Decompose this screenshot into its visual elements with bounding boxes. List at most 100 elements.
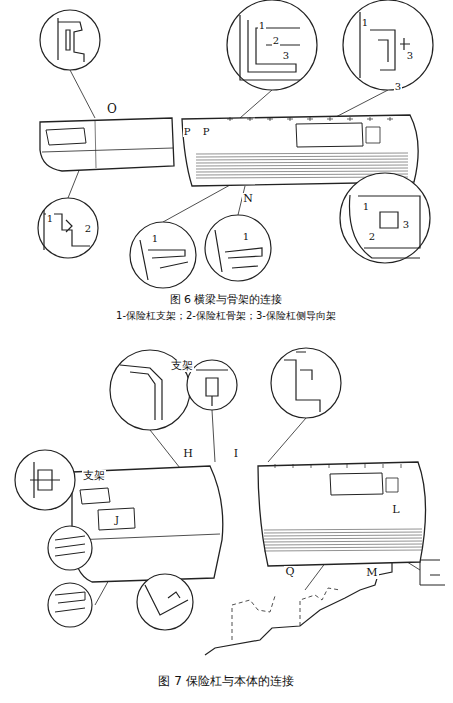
clip-mark [365, 464, 366, 468]
grille-rib [196, 165, 408, 166]
clip-mark [311, 464, 312, 468]
detail-circle [205, 215, 271, 281]
clip-mark [329, 464, 330, 468]
grille-rib [264, 541, 422, 542]
grille-rib [196, 153, 408, 154]
detail-circle [130, 222, 196, 288]
body-section-dash [232, 588, 340, 640]
plate-recess [296, 123, 363, 147]
part-label: 支架 [82, 470, 106, 482]
grille-rib [264, 529, 422, 530]
detail-circle [15, 450, 75, 510]
leader-line [212, 410, 215, 462]
figure-caption: 图 6 横梁与骨架的连接 [169, 294, 284, 306]
callout-number: 1 [242, 231, 250, 242]
clip-mark [247, 117, 253, 121]
bumper-outline [72, 466, 223, 582]
detail-circle [40, 10, 100, 70]
grille-rib [264, 532, 422, 533]
callout-number: 2 [272, 35, 280, 46]
bumper-outline [40, 118, 174, 171]
body-section [205, 560, 400, 655]
clip-mark [287, 117, 293, 121]
fastener-symbol [30, 462, 60, 498]
bumper-outline [258, 462, 426, 566]
detail-circle [271, 348, 341, 418]
callout-letter: H [182, 448, 194, 460]
clip-mark [307, 117, 313, 121]
lock-recess [366, 127, 380, 143]
clip-mark [367, 117, 373, 121]
clip-mark [327, 117, 333, 121]
bumper-crease [42, 148, 173, 152]
leader-line [240, 90, 272, 118]
grille-rib [264, 550, 422, 551]
callout-number: 1 [46, 213, 54, 224]
callout-number: 3 [402, 219, 410, 230]
clip-mark [347, 117, 353, 121]
callout-letter: I [233, 448, 239, 460]
clip-mark [227, 117, 233, 121]
callout-number: 1 [362, 201, 370, 212]
callout-number: 2 [368, 231, 376, 242]
detail-circle [137, 574, 193, 630]
grille-rib [196, 159, 408, 160]
callout-letter: J [114, 514, 120, 525]
fastener-symbol [196, 370, 228, 406]
grille-rib [264, 544, 422, 545]
callout-number: 2 [84, 223, 92, 234]
clip-mark [383, 464, 384, 468]
detail-circle [343, 0, 433, 90]
callout-letter: N [242, 193, 254, 205]
section-profile [349, 195, 420, 258]
section-profile [284, 352, 320, 412]
callout-number: 1 [151, 233, 159, 244]
grille-rib [196, 171, 408, 172]
section-profile [55, 536, 85, 556]
callout-letter: O [106, 103, 118, 116]
clip-mark [387, 117, 393, 121]
grille-rib [264, 535, 422, 536]
bumper-crease [74, 534, 220, 540]
detail-circle [38, 198, 98, 258]
callout-letter: P [183, 126, 192, 137]
leader-line [268, 418, 306, 462]
section-profile [120, 365, 162, 420]
clip-mark [267, 117, 273, 121]
callout-number: 1 [361, 17, 369, 28]
clip-mark [347, 464, 348, 468]
clip-mark [293, 464, 294, 468]
plate-recess [330, 473, 383, 495]
callout-letter: M [365, 567, 378, 579]
callout-letter: Q [284, 566, 295, 578]
section-profile [240, 15, 300, 80]
fog-lamp [98, 508, 135, 530]
clip-mark [275, 464, 276, 468]
lamp-recess [46, 128, 86, 145]
bumper-seam [95, 120, 96, 168]
callout-number: 3 [394, 81, 402, 92]
clip-mark [401, 464, 402, 468]
leader-line [70, 70, 95, 118]
section-profile [58, 18, 84, 62]
grille-rib [196, 162, 408, 163]
section-profile [360, 12, 410, 78]
grille-rib [264, 538, 422, 539]
callout-number: 1 [258, 20, 266, 31]
section-profile [140, 240, 188, 280]
callout-letter: L [391, 504, 400, 516]
lamp-recess [80, 488, 110, 504]
callout-letter: P [202, 126, 211, 137]
figure-legend: 1-保险杠支架；2-保险杠骨架；3-保险杠侧导向架 [115, 310, 337, 321]
section-profile [55, 592, 85, 612]
detail-circle [48, 583, 92, 627]
lock-recess [386, 478, 398, 492]
detail-circle [227, 0, 317, 90]
figure-caption: 图 7 保险杠与本体的连接 [157, 675, 294, 688]
callout-number: 3 [282, 50, 290, 61]
section-profile [215, 230, 262, 272]
leader-line [163, 185, 230, 222]
grille-rib [196, 168, 408, 169]
